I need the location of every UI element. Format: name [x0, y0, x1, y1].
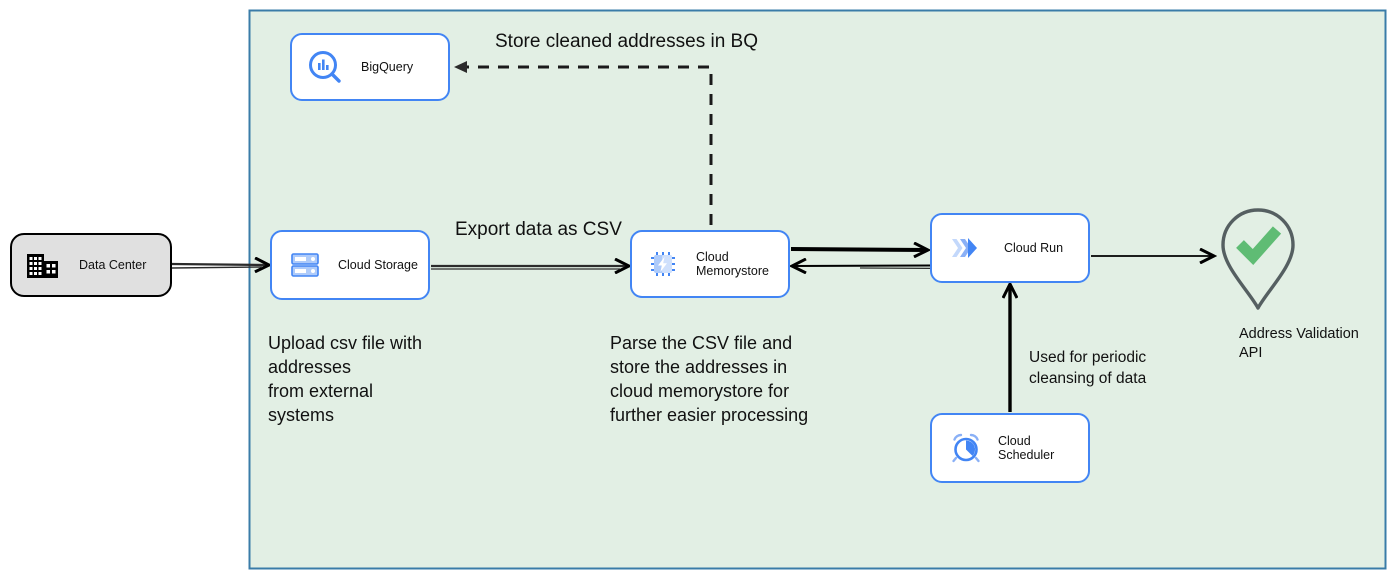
cloud-storage-icon	[290, 250, 320, 280]
address-validation-api-label: Address Validation API	[1239, 326, 1359, 361]
node-cloud-run[interactable]: Cloud Run	[930, 213, 1090, 283]
connection-run-to-bigquery	[454, 61, 713, 225]
data-center-icon	[26, 249, 60, 281]
cloud-run-icon	[950, 233, 984, 263]
node-cloud-memorystore[interactable]: Cloud Memorystore	[630, 230, 790, 298]
node-label-cloud-storage: Cloud Storage	[338, 258, 418, 272]
note-upload-csv: Upload csv file with addresses from exte…	[268, 333, 423, 425]
edge-label-periodic-cleansing: Used for periodic cleansing of data	[1029, 349, 1147, 387]
node-cloud-scheduler[interactable]: Cloud Scheduler	[930, 413, 1090, 483]
bigquery-icon	[308, 50, 342, 84]
node-label-cloud-run: Cloud Run	[1004, 241, 1064, 255]
cloud-scheduler-icon	[950, 432, 982, 464]
node-label-data-center: Data Center	[79, 258, 147, 272]
map-pin-check-icon	[1221, 208, 1295, 310]
node-bigquery[interactable]: BigQuery	[290, 33, 450, 101]
cloud-memorystore-icon	[648, 249, 678, 279]
edge-label-store-cleaned: Store cleaned addresses in BQ	[495, 31, 758, 52]
node-cloud-storage[interactable]: Cloud Storage	[270, 230, 430, 300]
edge-label-export-csv: Export data as CSV	[455, 219, 622, 240]
connection-datacenter-to-storage	[171, 264, 268, 268]
connection-storage-to-memorystore	[431, 266, 628, 269]
note-parse-csv: Parse the CSV file and store the address…	[610, 333, 809, 425]
node-label-bigquery: BigQuery	[361, 60, 414, 74]
node-data-center[interactable]: Data Center	[10, 233, 172, 297]
node-label-cloud-memorystore: Cloud Memorystore	[696, 250, 769, 278]
google-cloud-boundary	[248, 9, 1387, 570]
node-label-cloud-scheduler: Cloud Scheduler	[998, 434, 1055, 462]
